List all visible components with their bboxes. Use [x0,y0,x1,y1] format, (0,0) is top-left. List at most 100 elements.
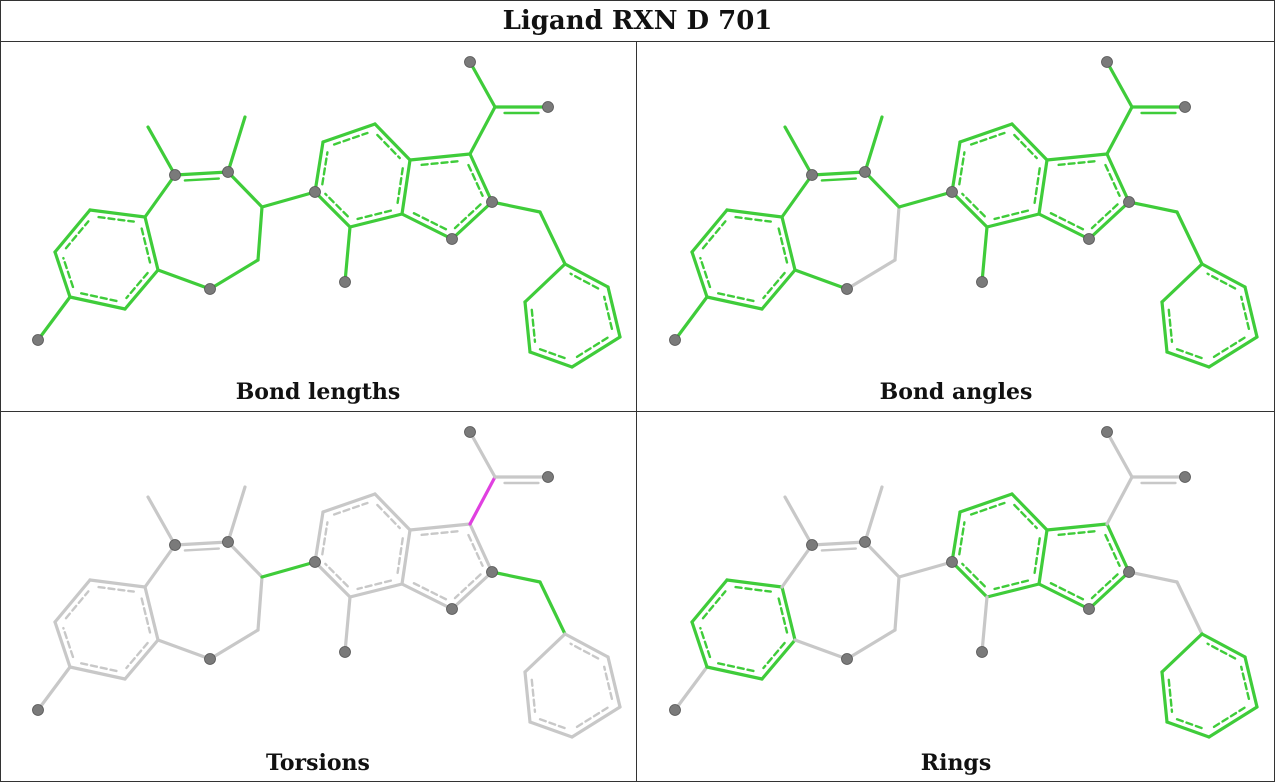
panel-caption-bond-angles: Bond angles [879,379,1033,405]
bond [980,225,989,284]
bond-inner [1049,582,1085,601]
atom-sphere [446,603,458,615]
bond-inner [699,626,712,659]
bond [1010,122,1049,162]
bond-inner [569,272,600,290]
atom-sphere [32,334,44,346]
bond [985,212,1041,229]
bond [143,543,177,589]
bond [538,580,567,636]
bond [950,190,989,229]
bond [950,510,962,564]
bond-inner [961,562,986,588]
atom-sphere [806,539,818,551]
bond [208,258,260,291]
bond [783,125,814,177]
bond-inner [762,271,786,300]
bond [1105,60,1134,109]
bond-inner [734,585,772,593]
bond [321,122,377,144]
bond [1243,285,1259,339]
bond [863,115,884,174]
bond [260,190,317,209]
bond [88,208,147,219]
bond [570,335,622,369]
bond [1105,522,1131,574]
bond-inner [332,501,369,516]
bond-inner [569,642,600,660]
bond [373,122,412,162]
bond [1165,350,1211,369]
bond-inner [324,192,349,218]
bond [523,670,532,724]
panel-caption-bond-lengths: Bond lengths [235,379,401,405]
bond [343,595,352,654]
bond-inner [958,521,966,556]
bond [673,665,709,712]
bond-inner [734,215,772,223]
bond [950,140,962,194]
figure-title: Ligand RXN D 701 [0,0,1275,42]
bond-inner [1167,308,1174,343]
bond-inner [324,562,349,588]
bond [68,295,127,311]
bond-inner [79,292,118,303]
bond [408,522,472,532]
atom-sphere [841,653,853,665]
bond [400,212,454,241]
bond-inner [958,151,966,186]
bond-inner [969,131,1006,146]
bond-inner [993,209,1030,221]
bond-inner [376,133,401,160]
bond [780,215,797,272]
bond-inner [777,227,789,264]
atom-sphere [946,556,958,568]
bond [373,492,412,532]
atom-sphere [542,471,554,483]
bond [123,638,160,681]
bond [468,60,497,109]
atom-sphere [1101,426,1113,438]
atom-sphere [806,169,818,181]
panel-caption-rings: Rings [920,750,992,776]
bond-inner [396,537,404,575]
bond-inner [97,215,135,223]
bond [490,570,542,584]
bond-inner [1167,678,1174,713]
bond-inner [64,220,90,250]
bond [36,295,72,342]
atom-sphere [1123,566,1135,578]
bond [313,140,325,194]
bond-inner [97,585,135,593]
molecule-bond-lengths [32,56,622,369]
bond [1165,720,1211,739]
bond-inner [603,295,614,331]
bond-inner [62,256,75,289]
bond [950,560,989,599]
atom-sphere [1179,471,1191,483]
bond [146,125,177,177]
bond [1037,528,1049,586]
bond [313,190,352,229]
bond [450,200,494,241]
bond [958,122,1014,144]
bond-inner [467,533,484,567]
bond-inner [1104,533,1121,567]
bond-inner [762,641,786,670]
bond [1037,158,1049,216]
bond-inner [1175,348,1206,361]
bond [863,485,884,544]
bond [143,215,160,272]
bond-inner [530,678,537,713]
molecule-torsions [32,426,622,739]
bond [1010,492,1049,532]
atom-sphere [169,169,181,181]
bond [690,250,709,299]
bond [845,258,897,291]
bond [570,705,622,739]
bond-inner [420,529,462,537]
atom-sphere [464,426,476,438]
bond [1160,632,1204,674]
bond [563,632,610,659]
